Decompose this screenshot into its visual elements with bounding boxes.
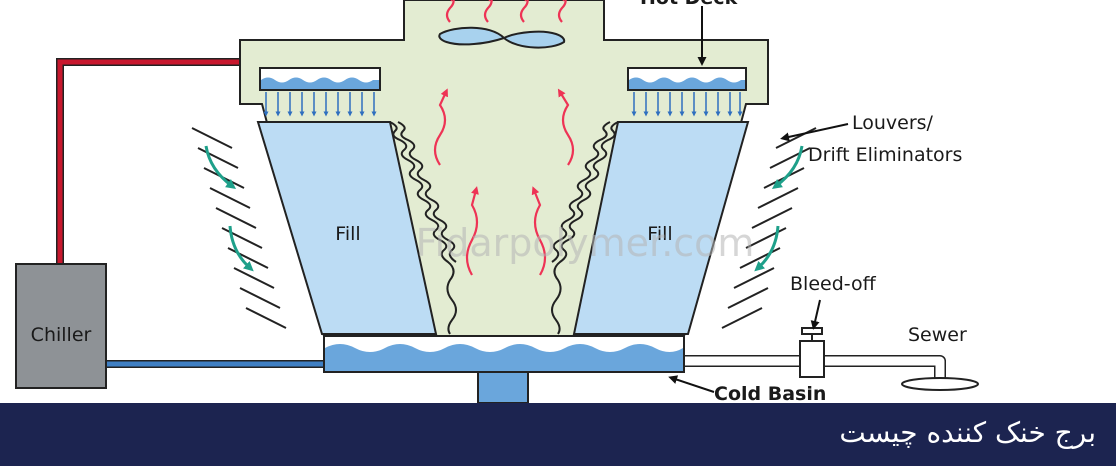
fill-right (572, 121, 750, 335)
basin-outlet-pipe (477, 369, 529, 403)
cold-basin (323, 335, 685, 373)
louvers-left (191, 127, 287, 329)
sewer-label: Sewer (908, 324, 967, 346)
fill-left-label: Fill (335, 223, 360, 245)
hot-deck-tray-left (259, 67, 381, 91)
louvers-right (721, 127, 817, 329)
sewer-drain (901, 377, 979, 391)
fan-icon (438, 26, 566, 49)
spray-arrows-right (631, 92, 743, 117)
caption-bar: برج خنک کننده چیست (0, 403, 1116, 466)
hot-deck-tray-right (627, 67, 747, 91)
drift-eliminators-label: Drift Eliminators (808, 144, 962, 166)
bleed-off-label: Bleed-off (790, 273, 877, 295)
caption-title: برج خنک کننده چیست (839, 416, 1096, 449)
hot-deck-label: Hot Deck (640, 0, 738, 9)
hot-water-pipe (56, 58, 240, 264)
drift-eliminator-left (389, 121, 457, 335)
chiller-label: Chiller (31, 324, 92, 346)
fill-right-label: Fill (647, 223, 672, 245)
bleed-off-pipe (684, 355, 946, 380)
spray-arrows-left (263, 92, 377, 117)
cold-basin-label: Cold Basin (714, 383, 826, 403)
fill-left (256, 121, 438, 335)
callout-arrows (668, 6, 849, 393)
cooling-tower-diagram: Chiller Hot Deck Louvers/ Drift Eliminat… (15, 0, 979, 403)
drift-eliminator-right (551, 121, 619, 335)
louvers-label: Louvers/ (852, 112, 934, 134)
watermark-text: Fidarpolymer.com (416, 221, 755, 265)
bleed-off-valve (799, 327, 825, 378)
chiller-unit: Chiller (15, 263, 107, 389)
air-intake-arrows (204, 145, 804, 272)
warm-air-arrows (433, 0, 575, 276)
